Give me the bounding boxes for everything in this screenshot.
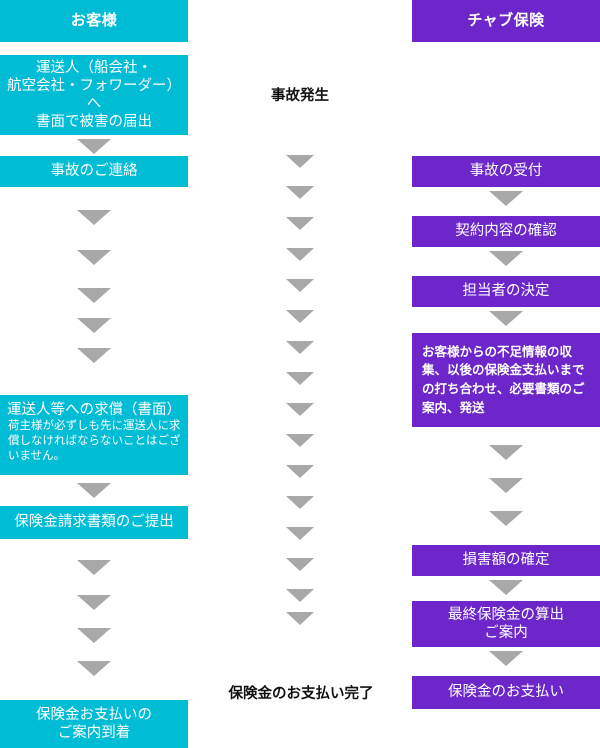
insurer-step-payment: 保険金のお支払い	[412, 676, 600, 709]
customer-step-claim-title: 運送人等への求償（書面）	[7, 402, 181, 418]
triangle-down-icon	[489, 311, 523, 326]
triangle-down-icon	[286, 217, 314, 230]
customer-step-claim-body: 荷主様が必ずしも先に運送人に求償しなければならないことはございません。	[8, 420, 181, 463]
triangle-down-icon	[286, 279, 314, 292]
triangle-down-icon	[286, 372, 314, 385]
customer-step-report-line1: 運送人（船会社・	[36, 59, 152, 76]
triangle-down-icon	[489, 651, 523, 666]
triangle-down-icon	[77, 139, 111, 154]
customer-step-submit: 保険金請求書類のご提出	[0, 506, 188, 539]
triangle-down-icon	[286, 155, 314, 168]
triangle-down-icon	[77, 250, 111, 265]
center-note-accident: 事故発生	[271, 88, 329, 104]
insurer-step-collect: お客様からの不足情報の収集、以後の保険金支払いまでの打ち合わせ、必要書類のご案内…	[412, 333, 600, 427]
triangle-down-icon	[286, 341, 314, 354]
triangle-down-icon	[489, 511, 523, 526]
insurer-step-loss: 損害額の確定	[412, 545, 600, 576]
triangle-down-icon	[286, 496, 314, 509]
triangle-down-icon	[286, 186, 314, 199]
customer-step-receive-line1: 保険金お支払いの	[36, 706, 152, 723]
triangle-down-icon	[489, 445, 523, 460]
triangle-down-icon	[286, 612, 314, 625]
triangle-down-icon	[286, 558, 314, 571]
customer-step-report-line3: 書面で被害の届出	[36, 114, 152, 131]
triangle-down-icon	[286, 403, 314, 416]
triangle-down-icon	[77, 210, 111, 225]
center-note-payment-complete: 保険金のお支払い完了	[228, 686, 374, 702]
triangle-down-icon	[286, 589, 314, 602]
triangle-down-icon	[286, 527, 314, 540]
insurer-column-header: チャブ保険	[412, 0, 600, 42]
triangle-down-icon	[77, 348, 111, 363]
insurer-step-assign: 担当者の決定	[412, 276, 600, 307]
triangle-down-icon	[286, 310, 314, 323]
customer-step-report-line2: 航空会社・フォワーダー）へ	[7, 77, 181, 112]
triangle-down-icon	[489, 478, 523, 493]
triangle-down-icon	[77, 483, 111, 498]
triangle-down-icon	[286, 434, 314, 447]
triangle-down-icon	[77, 288, 111, 303]
triangle-down-icon	[77, 661, 111, 676]
customer-column-header: お客様	[0, 0, 188, 42]
triangle-down-icon	[489, 251, 523, 266]
customer-step-notify: 事故のご連絡	[0, 156, 188, 187]
triangle-down-icon	[489, 191, 523, 206]
insurer-step-final-line2: ご案内	[484, 625, 528, 641]
triangle-down-icon	[489, 580, 523, 595]
insurer-step-final-line1: 最終保険金の算出	[448, 606, 564, 623]
triangle-down-icon	[77, 595, 111, 610]
triangle-down-icon	[286, 248, 314, 261]
customer-step-report: 運送人（船会社・ 航空会社・フォワーダー）へ 書面で被害の届出	[0, 55, 188, 135]
insurer-step-final: 最終保険金の算出 ご案内	[412, 601, 600, 647]
customer-step-receive: 保険金お支払いの ご案内到着	[0, 700, 188, 748]
triangle-down-icon	[77, 560, 111, 575]
insurer-step-accept: 事故の受付	[412, 156, 600, 187]
insurer-step-contract: 契約内容の確認	[412, 216, 600, 247]
customer-step-claim: 運送人等への求償（書面） 荷主様が必ずしも先に運送人に求償しなければならないこと…	[0, 395, 188, 475]
triangle-down-icon	[77, 318, 111, 333]
triangle-down-icon	[77, 628, 111, 643]
customer-step-receive-line2: ご案内到着	[57, 725, 131, 741]
triangle-down-icon	[286, 465, 314, 478]
